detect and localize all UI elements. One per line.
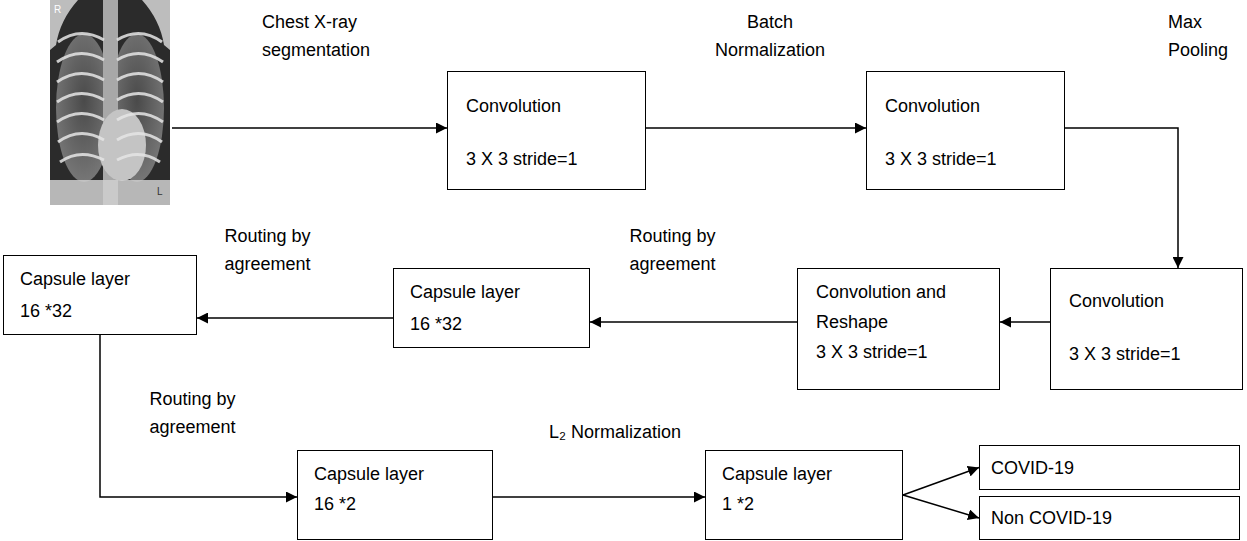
output-class-box: Non COVID-19 [979,496,1240,540]
node-text: Convolution [1069,289,1224,313]
connector-arrow [493,496,705,498]
node-text: 3 X 3 stride=1 [466,147,627,171]
node-text: 3 X 3 stride=1 [816,337,981,367]
node-text: 16 *32 [20,295,180,327]
capsule-layer-box: Capsule layer1 *2 [705,450,903,540]
node-text: Convolution [885,94,1046,118]
node-text: COVID-19 [991,456,1228,480]
connector-arrow [1065,128,1178,268]
node-text: Capsule layer [410,276,573,308]
connector-label: Max Pooling [1168,8,1244,64]
image-marker: L [157,186,169,198]
connector-arrow [646,127,866,129]
convolution-box: Convolution 3 X 3 stride=1 [1050,268,1243,390]
image-marker: R [54,4,68,16]
connector-arrow [903,468,979,496]
node-text: 1 *2 [722,489,886,519]
convolution-reshape-box: Convolution and Reshape3 X 3 stride=1 [797,268,1000,390]
node-text: Convolution and Reshape [816,277,981,337]
capsule-layer-box: Capsule layer16 *32 [3,255,197,335]
connector-arrow [197,317,393,319]
node-text: Convolution [466,94,627,118]
capsule-layer-box: Capsule layer16 *32 [393,268,590,348]
convolution-box: Convolution 3 X 3 stride=1 [447,71,646,190]
node-text: 3 X 3 stride=1 [1069,342,1224,366]
node-text: Capsule layer [20,263,180,295]
connector-arrow [590,321,797,323]
node-text: 16 *2 [314,489,476,519]
node-text: Non COVID-19 [991,506,1228,530]
connector-label: Batch Normalization [695,8,845,64]
connector-arrow [100,335,297,497]
output-class-box: COVID-19 [979,445,1240,490]
connector-label: Routing by agreement [610,222,735,278]
connector-arrow [1000,321,1050,323]
node-text: 3 X 3 stride=1 [885,147,1046,171]
capsule-layer-box: Capsule layer16 *2 [297,450,493,540]
input-arrow [172,127,447,129]
connector-arrow [903,495,979,518]
connector-label: Routing by agreement [130,385,255,441]
connector-label: L₂ Normalization [530,418,700,446]
step-label: Chest X-ray segmentation [262,8,387,64]
connector-label: Routing by agreement [205,222,330,278]
node-text: Capsule layer [314,459,476,489]
chest-xray-image [50,0,170,205]
convolution-box: Convolution 3 X 3 stride=1 [866,71,1065,190]
node-text: 16 *32 [410,308,573,340]
node-text: Capsule layer [722,459,886,489]
